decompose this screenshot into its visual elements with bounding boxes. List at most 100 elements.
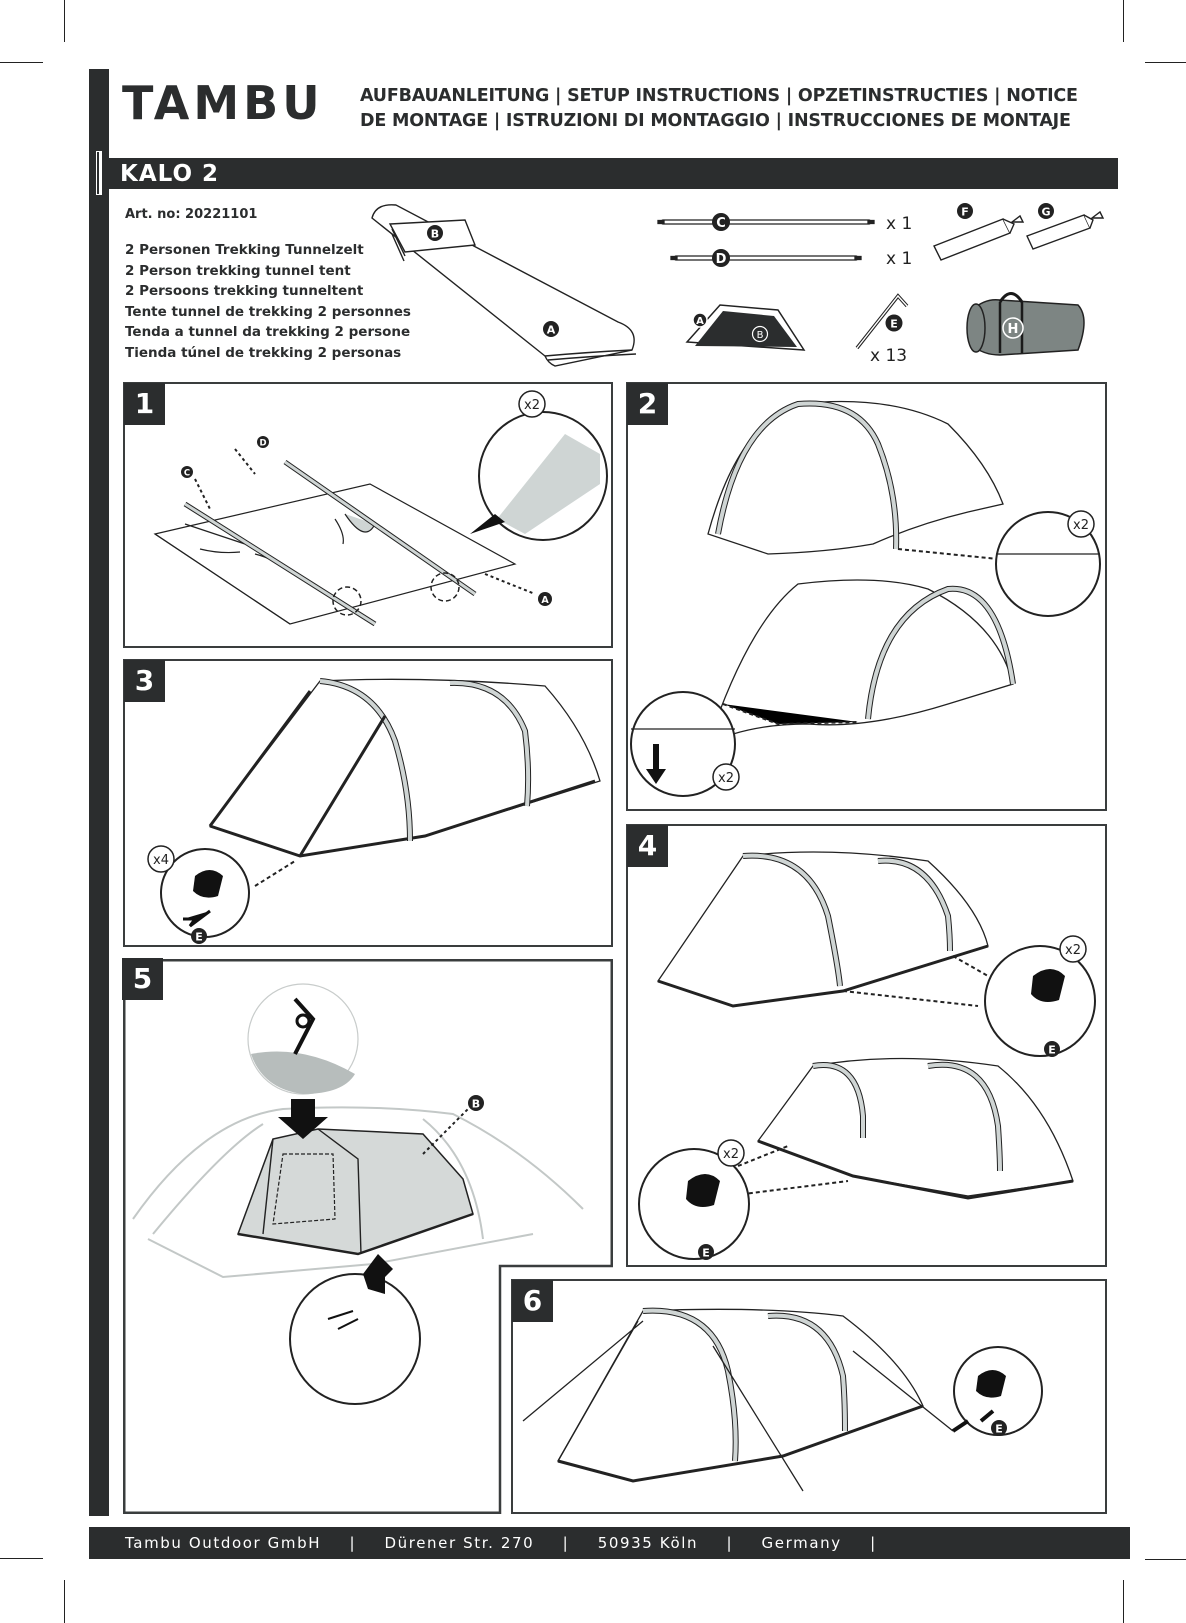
- footer-separator: |: [349, 1534, 357, 1552]
- step-1-callout-c: C: [184, 469, 190, 479]
- illustration-stroke: [712, 249, 730, 267]
- illustration-stroke: [293, 997, 316, 1055]
- illustration-stroke: [856, 294, 908, 349]
- illustration-stroke: [927, 1062, 1002, 1172]
- footer-company: Tambu Outdoor GmbH: [125, 1534, 322, 1552]
- illustration-stroke: [661, 219, 871, 225]
- footer-separator: |: [870, 1534, 877, 1552]
- part-g-label: G: [1041, 206, 1050, 219]
- illustration-stroke: [1031, 969, 1065, 1002]
- illustration-stroke: [1067, 510, 1095, 538]
- illustration-stroke: [998, 292, 1024, 303]
- illustration-stroke: [877, 858, 952, 952]
- step-4-callout-x2-top: x2: [1065, 943, 1081, 958]
- illustration-stroke: [344, 513, 376, 533]
- description-en: 2 Person trekking tunnel tent: [125, 262, 351, 279]
- step-5-callout-b: B: [472, 1098, 480, 1111]
- step-1-callout-d: D: [259, 439, 266, 449]
- illustration-stroke: [717, 1139, 745, 1167]
- step-3-callout-x4: x4: [153, 853, 169, 868]
- illustration-stroke: [1002, 317, 1024, 339]
- step-2-panel: 2 x2 x2: [626, 382, 1107, 811]
- illustration-stroke: [1026, 214, 1091, 250]
- illustration-stroke: [544, 349, 637, 361]
- illustration-stroke: [184, 518, 344, 575]
- illustration-stroke: [1059, 935, 1087, 963]
- illustration-stroke: [706, 400, 1014, 746]
- illustration-stroke: [742, 853, 842, 987]
- illustration-stroke: [1038, 203, 1054, 219]
- illustration-stroke: [991, 1420, 1007, 1436]
- illustration-stroke: [153, 483, 517, 625]
- footer: Tambu Outdoor GmbH | Dürener Str. 270 | …: [89, 1527, 1130, 1584]
- crop-mark: [64, 0, 65, 42]
- illustration-stroke: [538, 592, 552, 606]
- illustration-stroke: [543, 321, 559, 337]
- step-3-illustration: x4 E: [147, 678, 601, 944]
- illustration-stroke: [422, 1108, 469, 1155]
- part-f-label: F: [961, 206, 969, 219]
- step-6-number: 6: [512, 1280, 553, 1322]
- instructions-title-line1: AUFBAUANLEITUNG | SETUP INSTRUCTIONS | O…: [360, 86, 1078, 106]
- part-d-qty: x 1: [886, 249, 912, 269]
- article-number: Art. no: 20221101: [125, 207, 258, 222]
- part-b-schematic-label: B: [757, 330, 764, 341]
- crop-mark: [1145, 62, 1186, 63]
- brand-logo: TAMBU: [122, 80, 324, 126]
- illustration-stroke: [971, 298, 1085, 356]
- illustration-stroke: [712, 763, 740, 791]
- illustration-stroke: [209, 779, 596, 858]
- illustration-stroke: [756, 1057, 1074, 1197]
- illustration-stroke: [183, 909, 211, 928]
- part-bag-f: F: [933, 203, 1025, 261]
- illustration-stroke: [656, 851, 1074, 1197]
- illustration-stroke: [692, 312, 708, 328]
- illustration-stroke: [272, 1153, 336, 1225]
- illustration-stroke: [712, 213, 730, 231]
- step-5-panel: 5 B: [122, 958, 613, 1514]
- description-fr: Tente tunnel de trekking 2 personnes: [125, 303, 411, 320]
- part-c-label: C: [716, 216, 726, 231]
- illustration-stroke: [957, 203, 973, 219]
- illustration-stroke: [262, 1128, 362, 1255]
- model-bar: [98, 158, 1118, 189]
- crop-mark: [1123, 1580, 1124, 1623]
- step-1-callout-x2: x2: [524, 398, 540, 413]
- step-1-illustration: C D A x2: [153, 390, 608, 627]
- crop-mark: [1145, 1559, 1186, 1560]
- illustration-stroke: [657, 219, 665, 225]
- illustration-stroke: [497, 434, 600, 534]
- part-bag-g: G: [1026, 203, 1105, 250]
- illustration-stroke: [867, 219, 875, 225]
- illustration-stroke: [278, 1099, 328, 1139]
- parts-illustrations: B A C x 1 D x 1 F G A B: [371, 203, 1105, 367]
- step-6-callout-e: E: [995, 1423, 1003, 1436]
- step-3-number: 3: [124, 660, 165, 702]
- illustration-stroke: [236, 1128, 474, 1255]
- model-bar-notch: [96, 151, 102, 195]
- footer-email[interactable]: info@tambu-outdoor.com: [89, 1566, 316, 1584]
- illustration-stroke: [1044, 1041, 1060, 1057]
- illustration-stroke: [716, 401, 1015, 720]
- part-b-label: B: [431, 228, 439, 241]
- footer-city: 50935 Köln: [597, 1534, 699, 1552]
- illustration-stroke: [995, 511, 1101, 617]
- description-es: Tienda túnel de trekking 2 personas: [125, 344, 402, 361]
- crop-mark: [1123, 0, 1124, 42]
- illustration-stroke: [132, 1106, 584, 1220]
- illustration-stroke: [153, 483, 517, 625]
- illustration-stroke: [842, 955, 989, 1007]
- part-folded-tent: [371, 204, 637, 367]
- illustration-stroke: [470, 514, 505, 534]
- step-3-panel: 3 x4 E: [123, 659, 613, 947]
- illustration-stroke: [332, 586, 362, 616]
- step-1-number: 1: [124, 383, 165, 425]
- illustration-stroke: [257, 436, 269, 448]
- illustration-stroke: [686, 1174, 720, 1207]
- illustration-stroke: [449, 680, 531, 807]
- illustration-stroke: [706, 579, 1014, 746]
- step-4-callout-e-top: E: [1048, 1044, 1056, 1057]
- part-a-schematic-label: A: [696, 316, 704, 327]
- model-name: KALO 2: [120, 161, 220, 187]
- illustration-stroke: [427, 225, 443, 241]
